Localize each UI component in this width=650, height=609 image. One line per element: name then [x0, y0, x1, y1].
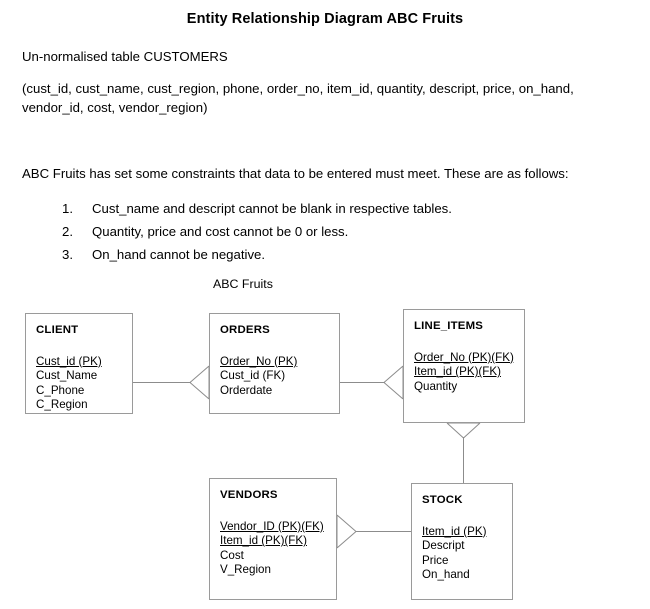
unnormalised-fields-list: (cust_id, cust_name, cust_region, phone,… — [22, 81, 574, 115]
entity-attribute: C_Region — [36, 398, 88, 412]
entity-attribute: C_Phone — [36, 383, 85, 397]
constraints-list: 1. Cust_name and descript cannot be blan… — [48, 198, 628, 267]
crows-foot-line-items-stock — [446, 422, 481, 439]
entity-attributes: Order_No (PK)(FK) Item_id (PK)(FK) Quant… — [414, 351, 524, 395]
crows-foot-vendors-stock — [336, 514, 357, 549]
entity-attributes: Item_id (PK) Descript Price On_hand — [422, 525, 512, 583]
relationship-line-client-orders — [133, 382, 191, 383]
relationship-line-orders-line-items — [340, 382, 385, 383]
relationship-line-vendors-stock — [356, 531, 411, 532]
unnormalised-table-label: Un-normalised table CUSTOMERS — [22, 49, 228, 64]
entity-attribute: Cust_Name — [36, 369, 98, 383]
entity-name: CLIENT — [36, 324, 79, 336]
entity-attribute: Descript — [422, 539, 465, 553]
entity-attribute: Quantity — [414, 379, 458, 393]
entity-attribute: V_Region — [220, 563, 271, 577]
entity-box-vendors[interactable]: VENDORS Vendor_ID (PK)(FK) Item_id (PK)(… — [209, 478, 337, 600]
entity-name: LINE_ITEMS — [414, 320, 484, 332]
crows-foot-client-orders — [189, 365, 210, 400]
list-item: 1. Cust_name and descript cannot be blan… — [48, 198, 628, 221]
entity-box-client[interactable]: CLIENT Cust_id (PK) Cust_Name C_Phone C_… — [25, 313, 133, 414]
list-item-number: 1. — [62, 201, 73, 216]
list-item: 2. Quantity, price and cost cannot be 0 … — [48, 221, 628, 244]
list-item-number: 3. — [62, 247, 73, 262]
crows-foot-orders-line-items — [383, 365, 404, 400]
entity-name: VENDORS — [220, 489, 278, 501]
entity-attribute: Price — [422, 553, 449, 567]
constraints-intro: ABC Fruits has set some constraints that… — [22, 166, 569, 181]
list-item-text: Quantity, price and cost cannot be 0 or … — [92, 224, 349, 239]
entity-attribute: Cost — [220, 548, 244, 562]
entity-attributes: Order_No (PK) Cust_id (FK) Orderdate — [220, 355, 339, 399]
entity-attribute: Cust_id (PK) — [36, 354, 102, 368]
entity-box-orders[interactable]: ORDERS Order_No (PK) Cust_id (FK) Orderd… — [209, 313, 340, 414]
entity-attribute: Item_id (PK) — [422, 524, 487, 538]
entity-attribute: Order_No (PK)(FK) — [414, 350, 514, 364]
entity-attribute: Vendor_ID (PK)(FK) — [220, 519, 324, 533]
list-item: 3. On_hand cannot be negative. — [48, 244, 628, 267]
entity-attributes: Vendor_ID (PK)(FK) Item_id (PK)(FK) Cost… — [220, 520, 336, 578]
entity-name: STOCK — [422, 494, 463, 506]
entity-attribute: Order_No (PK) — [220, 354, 298, 368]
entity-box-stock[interactable]: STOCK Item_id (PK) Descript Price On_han… — [411, 483, 513, 600]
entity-attribute: On_hand — [422, 568, 470, 582]
list-item-number: 2. — [62, 224, 73, 239]
page-title: Entity Relationship Diagram ABC Fruits — [186, 11, 464, 27]
entity-box-line-items[interactable]: LINE_ITEMS Order_No (PK)(FK) Item_id (PK… — [403, 309, 525, 423]
entity-attribute: Cust_id (FK) — [220, 369, 286, 383]
list-item-text: On_hand cannot be negative. — [92, 247, 266, 262]
list-item-text: Cust_name and descript cannot be blank i… — [92, 201, 452, 216]
relationship-line-line-items-stock — [463, 437, 464, 483]
entity-attribute: Orderdate — [220, 383, 273, 397]
entity-attribute: Item_id (PK)(FK) — [414, 365, 501, 379]
entity-attribute: Item_id (PK)(FK) — [220, 534, 307, 548]
entity-attributes: Cust_id (PK) Cust_Name C_Phone C_Region — [36, 355, 132, 413]
entity-name: ORDERS — [220, 324, 270, 336]
diagram-caption: ABC Fruits — [213, 277, 273, 291]
